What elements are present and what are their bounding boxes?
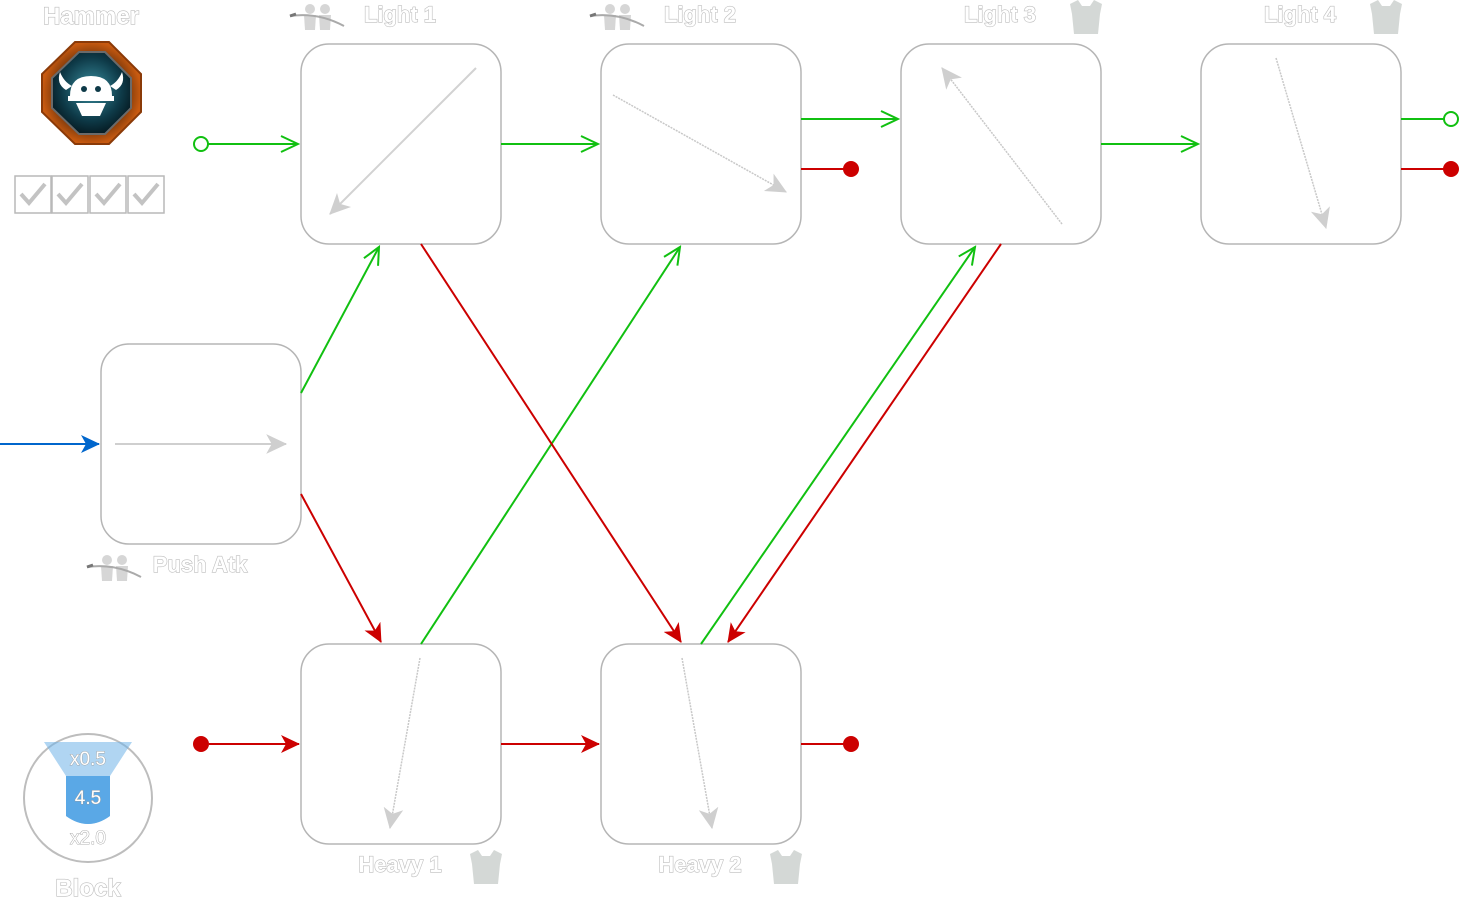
- armor-icon: [1070, 0, 1102, 34]
- armor-icon: [470, 850, 502, 884]
- light-chain-start-node: [193, 136, 209, 152]
- light-4-swing-arrow: [1275, 57, 1330, 230]
- heavy-2-end-node: [843, 736, 859, 752]
- check-icon: [132, 182, 160, 207]
- block-label: Block: [55, 875, 121, 898]
- light-2-end-node: [843, 161, 859, 177]
- light-4-label: Light 4: [1264, 2, 1337, 27]
- light-4-box: [1200, 43, 1402, 245]
- block-top-multiplier: x0.5: [70, 749, 106, 770]
- combo-check-slots: [14, 175, 165, 214]
- check-icon: [94, 182, 122, 207]
- check-slot: [51, 175, 89, 214]
- light-3-label: Light 3: [964, 2, 1036, 27]
- heavy-1-box: [300, 643, 502, 845]
- heavy-2-swing-arrow: [681, 657, 719, 830]
- push-attack-label: Push Atk: [153, 552, 248, 577]
- viking-helmet-icon: [41, 41, 142, 145]
- connector-push-to-light-1: [300, 247, 379, 394]
- light-chain-end-node: [1443, 111, 1459, 127]
- heavy-1-swing-arrow: [383, 657, 421, 830]
- sweep-attack-icon: [589, 4, 645, 30]
- check-slot: [14, 175, 52, 214]
- sweep-attack-icon: [289, 4, 345, 30]
- check-icon: [19, 182, 47, 207]
- light-2-label: Light 2: [664, 2, 736, 27]
- connector-push-to-heavy-1: [300, 493, 382, 643]
- check-slot: [89, 175, 127, 214]
- light-2-swing-arrow: [612, 94, 787, 193]
- heavy-2-label: Heavy 2: [658, 852, 741, 877]
- heavy-chain-start-node: [193, 736, 209, 752]
- check-slot: [127, 175, 165, 214]
- armor-icon: [1370, 0, 1402, 34]
- block-bottom-multiplier: x2.0: [70, 828, 106, 849]
- light-1-label: Light 1: [364, 2, 436, 27]
- heavy-2-box: [600, 643, 802, 845]
- weapon-title: Hammer: [43, 3, 139, 30]
- check-icon: [56, 182, 84, 207]
- armor-icon: [770, 850, 802, 884]
- heavy-1-label: Heavy 1: [358, 852, 441, 877]
- connector-light-1-to-heavy-2: [420, 243, 682, 643]
- block-value: 4.5: [75, 788, 101, 809]
- connector-heavy-1-to-light-2: [420, 247, 680, 645]
- connector-heavy-2-to-light-3: [700, 247, 975, 645]
- block-meter: x0.5 4.5 x2.0: [23, 733, 153, 863]
- light-1-swing-arrow: [329, 67, 477, 215]
- connector-light-3-to-heavy-2: [727, 243, 1002, 643]
- light-4-end-node: [1443, 161, 1459, 177]
- sweep-attack-icon: [86, 555, 142, 581]
